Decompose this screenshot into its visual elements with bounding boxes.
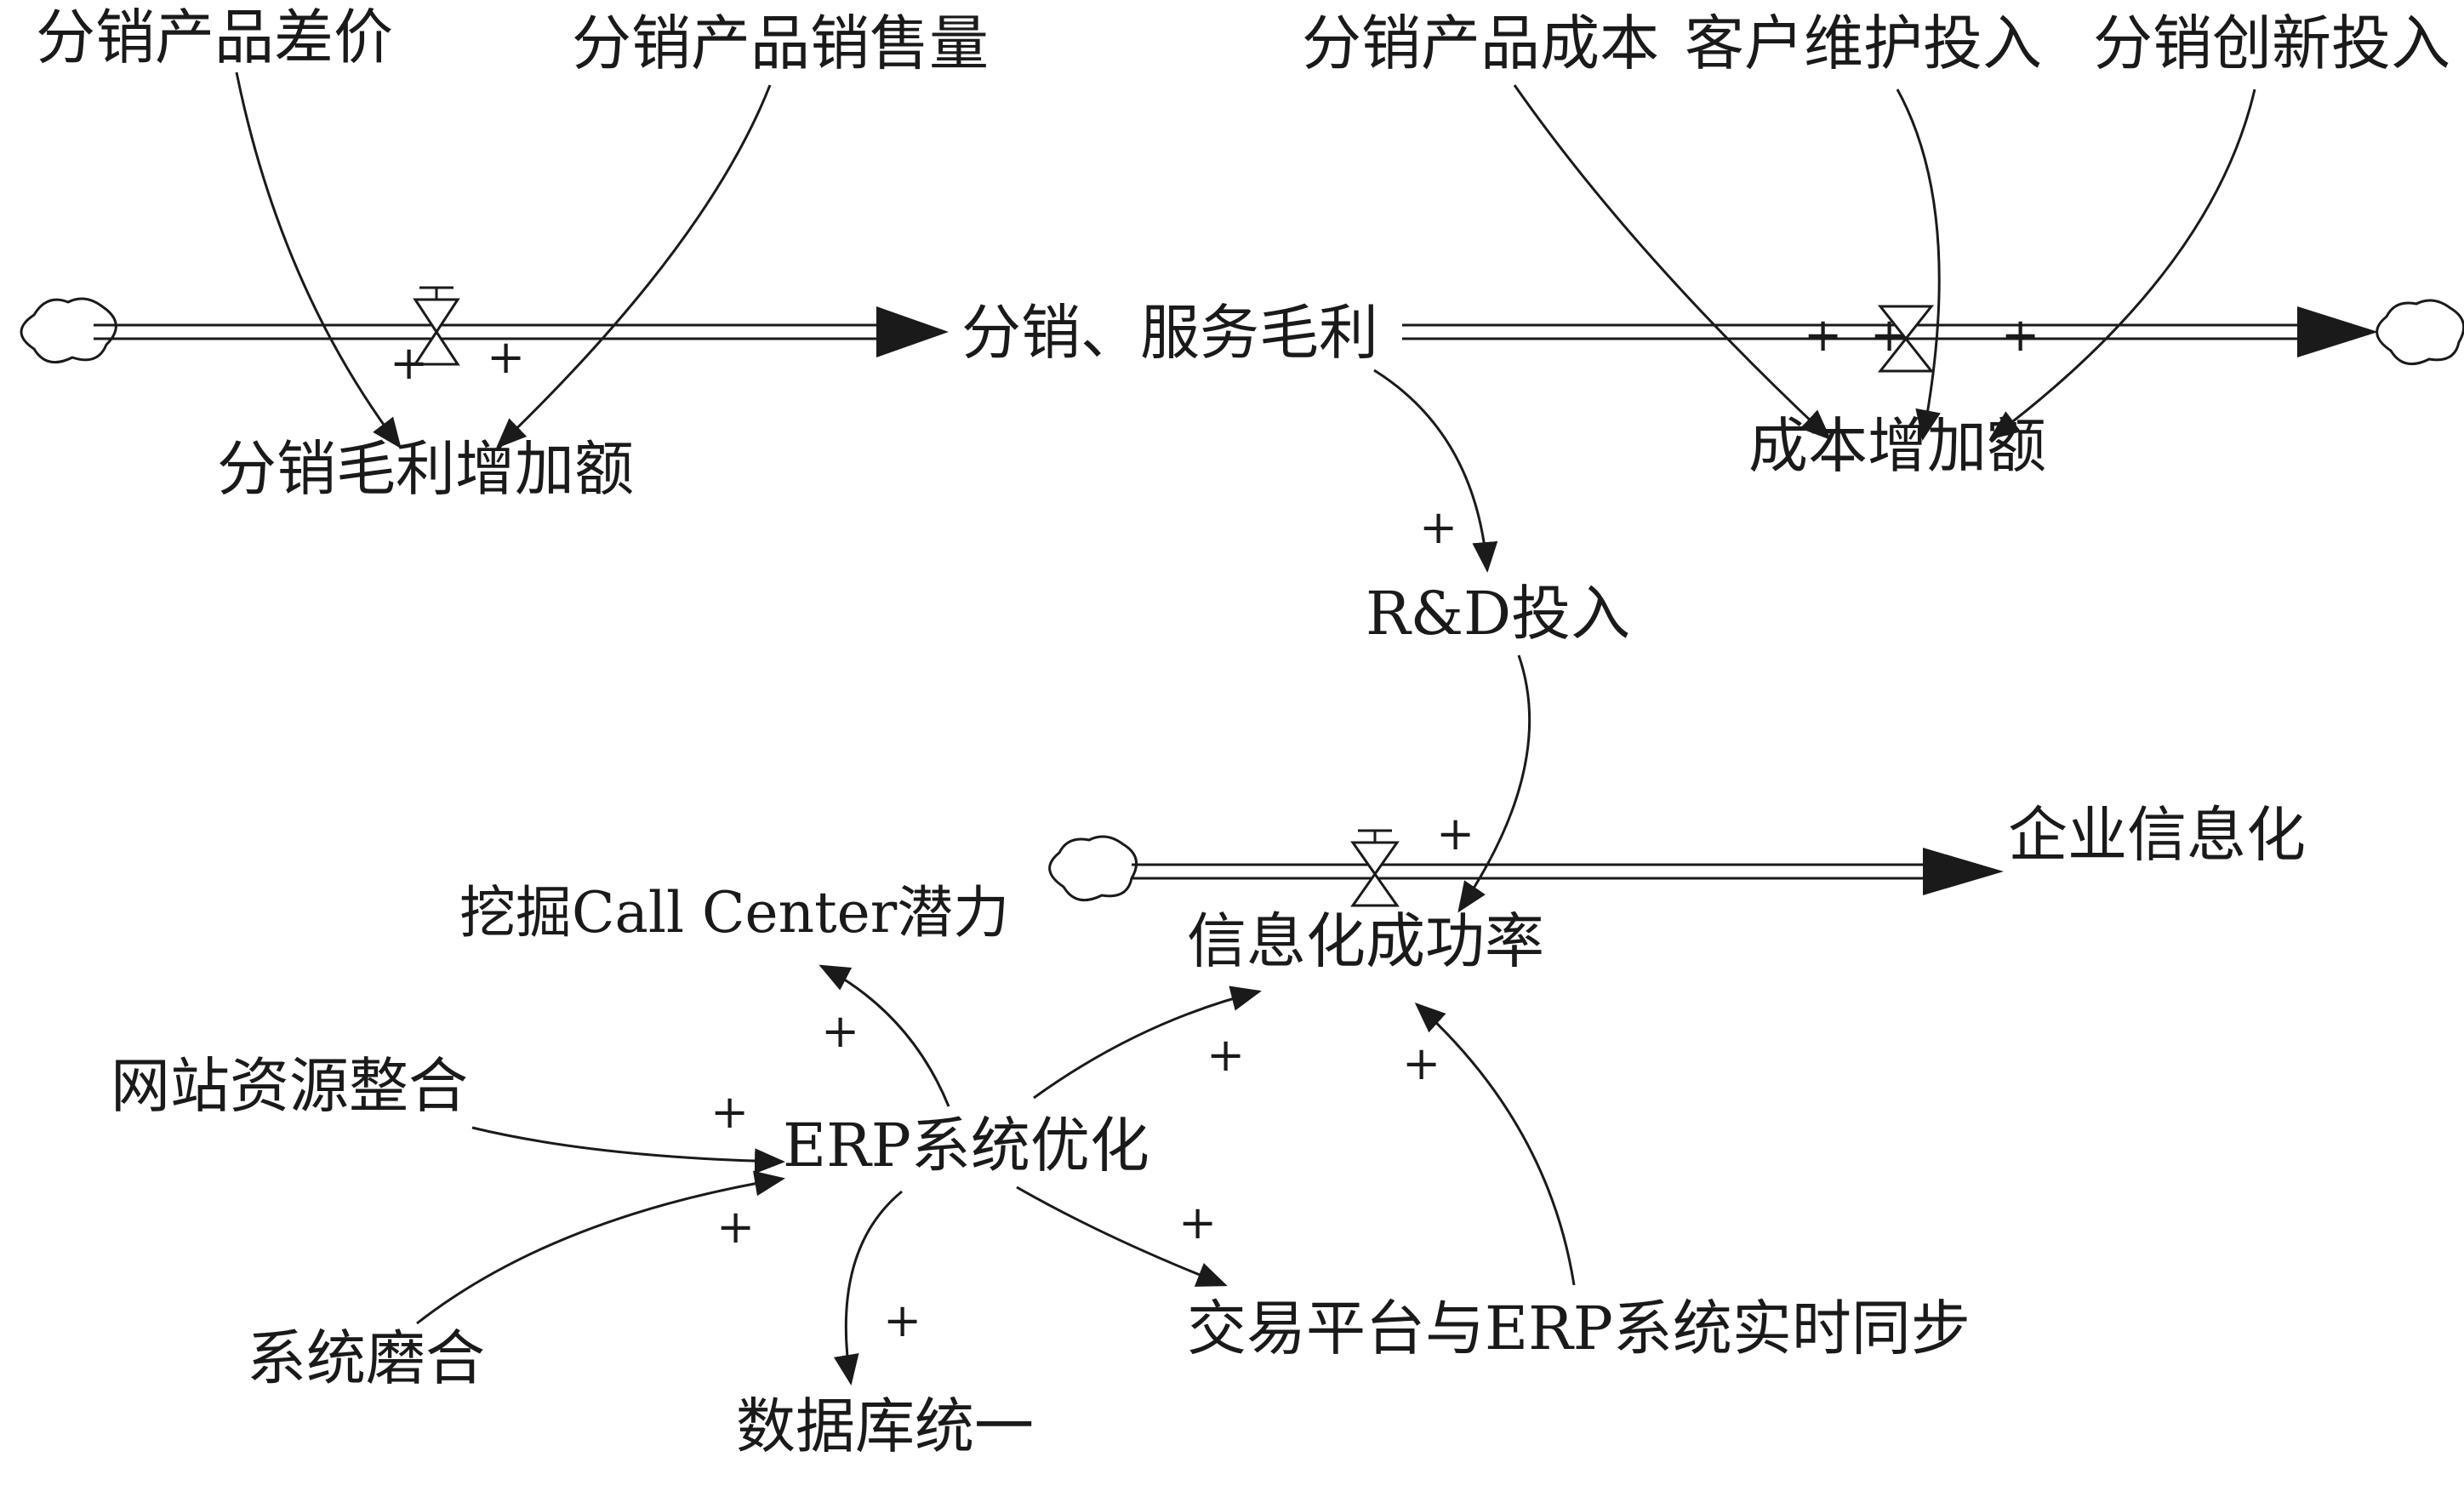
polarity-sign: + xyxy=(1178,1196,1217,1249)
var-fenxiao-xiaoshouliang: 分销产品销售量 xyxy=(572,9,989,78)
var-chengben-zengjia: 成本增加额 xyxy=(1748,411,2046,481)
link-chuangxin-chengbenzengjia xyxy=(1988,89,2256,440)
var-fenxiao-chuangxin: 分销创新投入 xyxy=(2093,9,2450,78)
valve-maoli-icon xyxy=(413,286,460,366)
link-kehuweihu-chengbenzengjia xyxy=(1896,89,1941,441)
var-xinxihua-chenggonglv: 信息化成功率 xyxy=(1187,906,1544,976)
flow-pipe-chengben xyxy=(1402,306,2378,357)
link-mohe-erp xyxy=(416,1170,785,1325)
link-erp-jiaoyi xyxy=(1016,1186,1228,1287)
cloud-sink-right xyxy=(2376,299,2464,366)
link-rd-chenggonglv xyxy=(1457,654,1531,913)
var-kehu-weihu: 客户维护投入 xyxy=(1685,9,2042,78)
polarity-sign: + xyxy=(1436,807,1474,860)
link-xiaoshouliang-maoli xyxy=(495,84,772,449)
polarity-sign: + xyxy=(487,330,525,384)
var-fenxiao-chengben: 分销产品成本 xyxy=(1302,9,1659,78)
var-shujuku: 数据库统一 xyxy=(736,1391,1034,1461)
link-jiaoyi-chenggonglv xyxy=(1414,1002,1576,1286)
polarity-sign: + xyxy=(1804,308,1842,362)
var-rd-touru: R&D投入 xyxy=(1366,579,1630,649)
polarity-sign: + xyxy=(1402,1037,1440,1090)
var-jiaoyi-pingtai: 交易平台与ERP系统实时同步 xyxy=(1187,1294,1971,1363)
polarity-sign: + xyxy=(390,336,428,390)
polarity-sign: + xyxy=(821,1004,859,1058)
link-wangzhan-erp xyxy=(471,1126,785,1174)
link-chengben-chengbenzengjia xyxy=(1513,84,1832,441)
link-erp-shujuku xyxy=(833,1190,903,1386)
link-maoli-rd xyxy=(1373,369,1498,573)
var-wangzhan: 网站资源整合 xyxy=(111,1051,468,1121)
polarity-sign: + xyxy=(1206,1028,1245,1082)
flow-pipe-maoli xyxy=(94,306,949,357)
var-qiye-xinxihua: 企业信息化 xyxy=(2008,800,2306,870)
cloud-source-middle xyxy=(1048,835,1138,902)
link-chajia-maoli xyxy=(235,71,402,449)
polarity-sign: + xyxy=(1870,308,1908,362)
polarity-sign: + xyxy=(1419,500,1457,554)
link-erp-chenggonglv xyxy=(1033,986,1262,1100)
cloud-source-left xyxy=(20,297,117,364)
var-call-center: 挖掘Call Center潜力 xyxy=(459,880,1009,946)
var-maoli-zengjia: 分销毛利增加额 xyxy=(217,434,634,504)
valve-xinxihua-icon xyxy=(1350,829,1400,907)
polarity-signs: + + + + + + + + + + + + + + xyxy=(390,308,2039,1347)
polarity-sign: + xyxy=(883,1294,921,1347)
var-maoli-stock: 分销、服务毛利 xyxy=(961,298,1378,368)
var-erp-youhua: ERP系统优化 xyxy=(783,1111,1149,1180)
polarity-sign: + xyxy=(2001,308,2039,362)
flow-pipe-xinxihua xyxy=(1132,848,2004,895)
polarity-sign: + xyxy=(710,1085,749,1139)
var-xitong-mohe: 系统磨合 xyxy=(247,1323,485,1393)
var-fenxiao-chajia: 分销产品差价 xyxy=(36,3,393,72)
valve-chengben-icon xyxy=(1877,305,1935,373)
link-erp-callcenter xyxy=(818,964,950,1107)
polarity-sign: + xyxy=(716,1200,755,1254)
